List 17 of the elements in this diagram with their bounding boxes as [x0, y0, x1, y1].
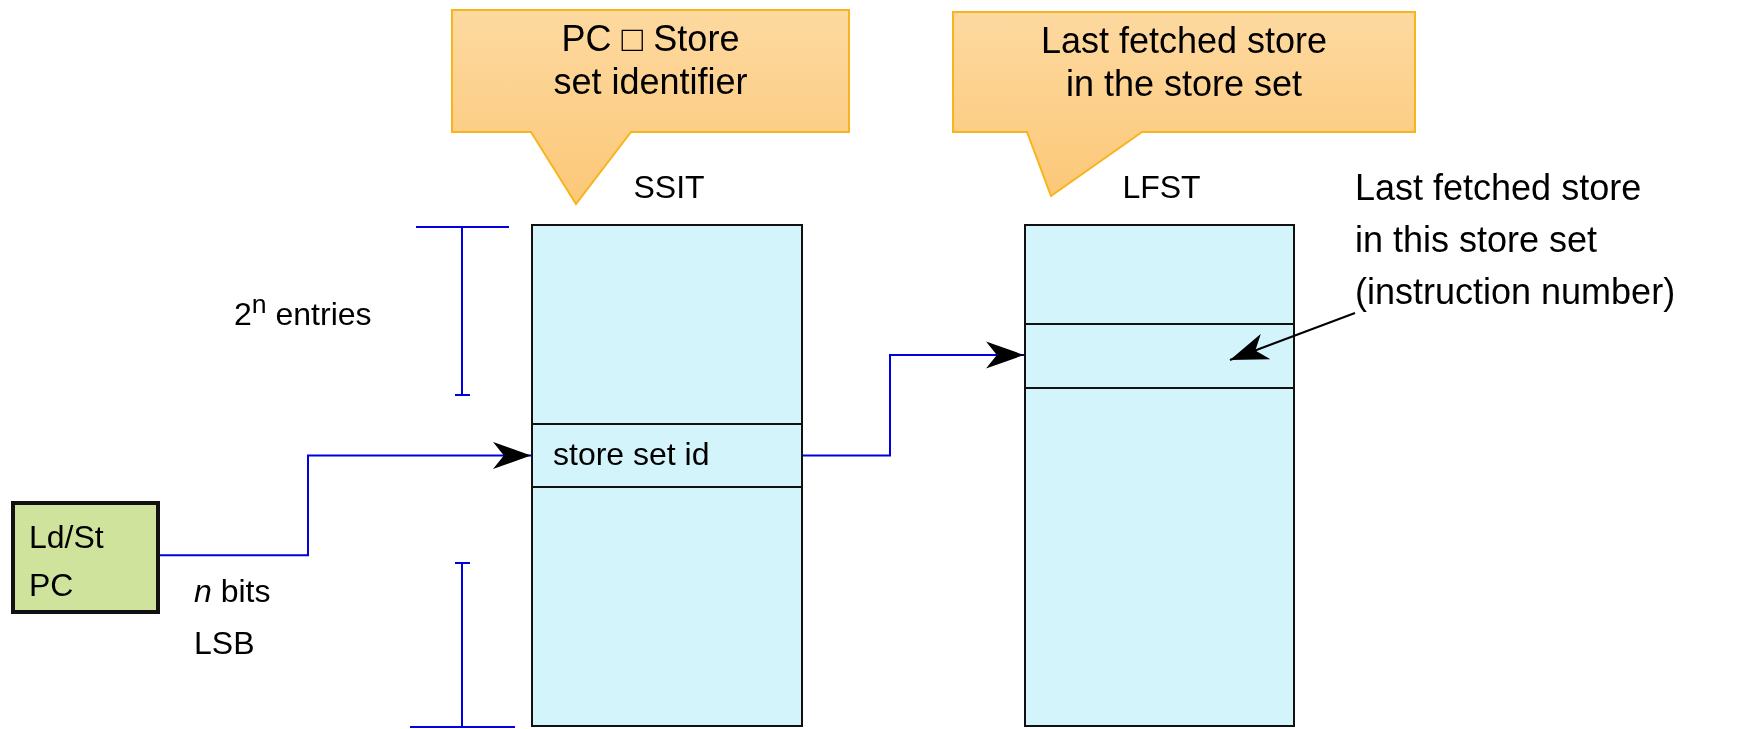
process-box — [11, 501, 160, 614]
arrow — [802, 341, 1025, 457]
leader-line — [1228, 312, 1356, 361]
dimension-label: 2$^{n}$ entries — [234, 288, 372, 334]
bit-width-label: n bits — [194, 572, 271, 611]
bit-field-label: LSB — [194, 624, 255, 663]
annotation-text: Last fetched store in this store set (instruction number) — [1355, 166, 1677, 315]
table-title: SSIT — [632, 168, 706, 207]
row-label: store set id — [553, 435, 710, 474]
callout-text: Last fetched store in the store set — [1039, 19, 1329, 106]
table-title: LFST — [1121, 168, 1202, 207]
callout-text: PC □ Store set identifier — [552, 17, 749, 104]
box-label: Ld/St PC — [29, 518, 105, 605]
table-row — [531, 423, 803, 488]
callout-box — [451, 9, 850, 204]
box-shape — [1024, 323, 1295, 389]
arrow — [159, 441, 532, 557]
